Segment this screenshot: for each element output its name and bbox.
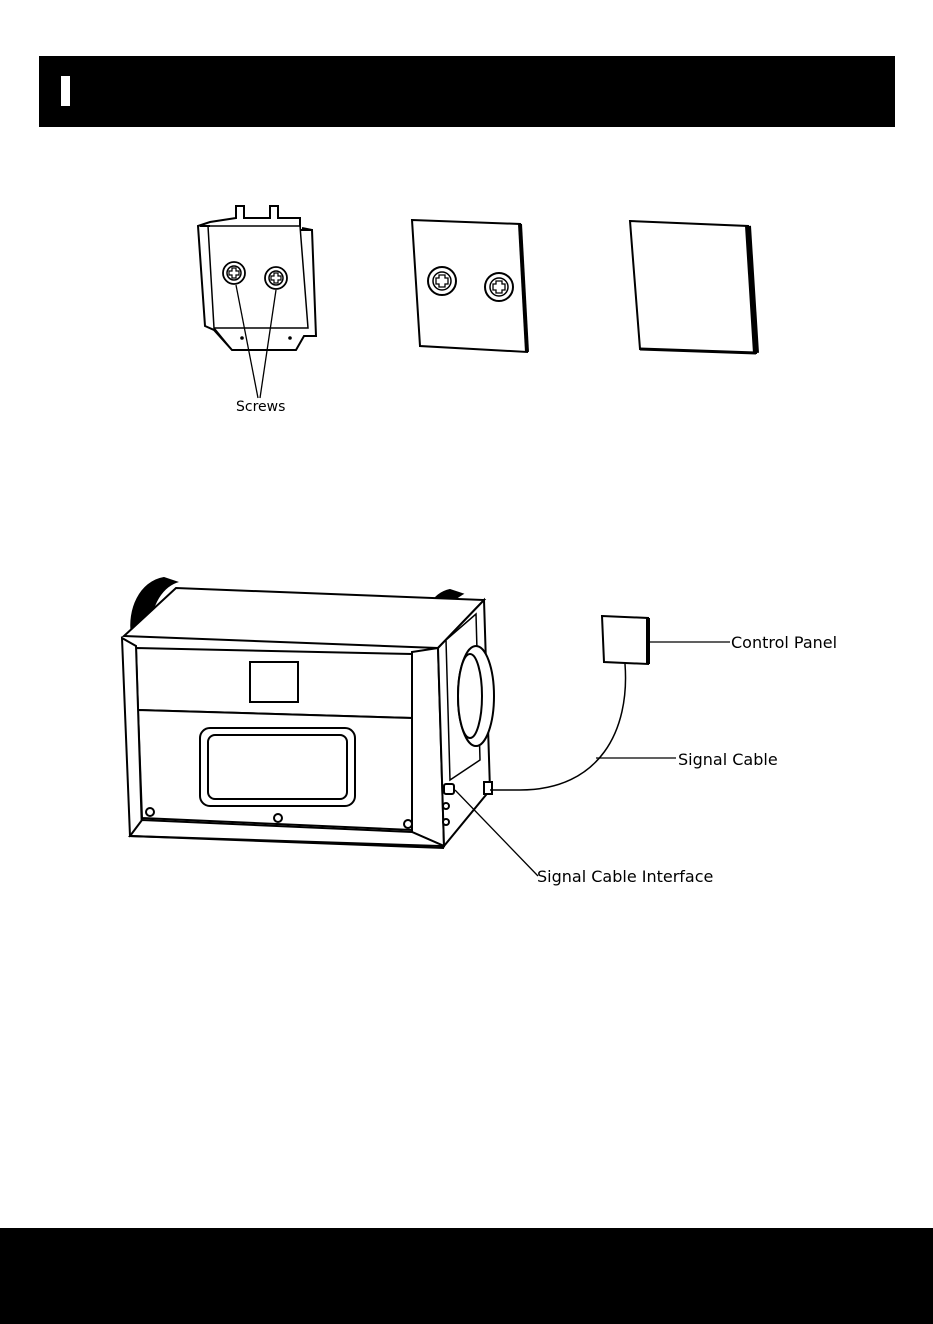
screws-label: Screws <box>236 399 285 415</box>
control-panel-label: Control Panel <box>731 633 837 652</box>
screw-icon <box>428 267 456 295</box>
screw-icon <box>265 267 287 289</box>
screw-icon <box>223 262 245 284</box>
dehumidifier-unit <box>122 578 494 848</box>
screw-icon <box>485 273 513 301</box>
signal-cable-interface-label: Signal Cable Interface <box>537 867 713 886</box>
signal-cable <box>490 664 626 790</box>
signal-cable-label: Signal Cable <box>678 750 778 769</box>
control-panel <box>602 616 648 664</box>
step3-panel <box>630 221 756 353</box>
footer-bar <box>0 1228 933 1324</box>
step1-bracket <box>198 206 316 350</box>
